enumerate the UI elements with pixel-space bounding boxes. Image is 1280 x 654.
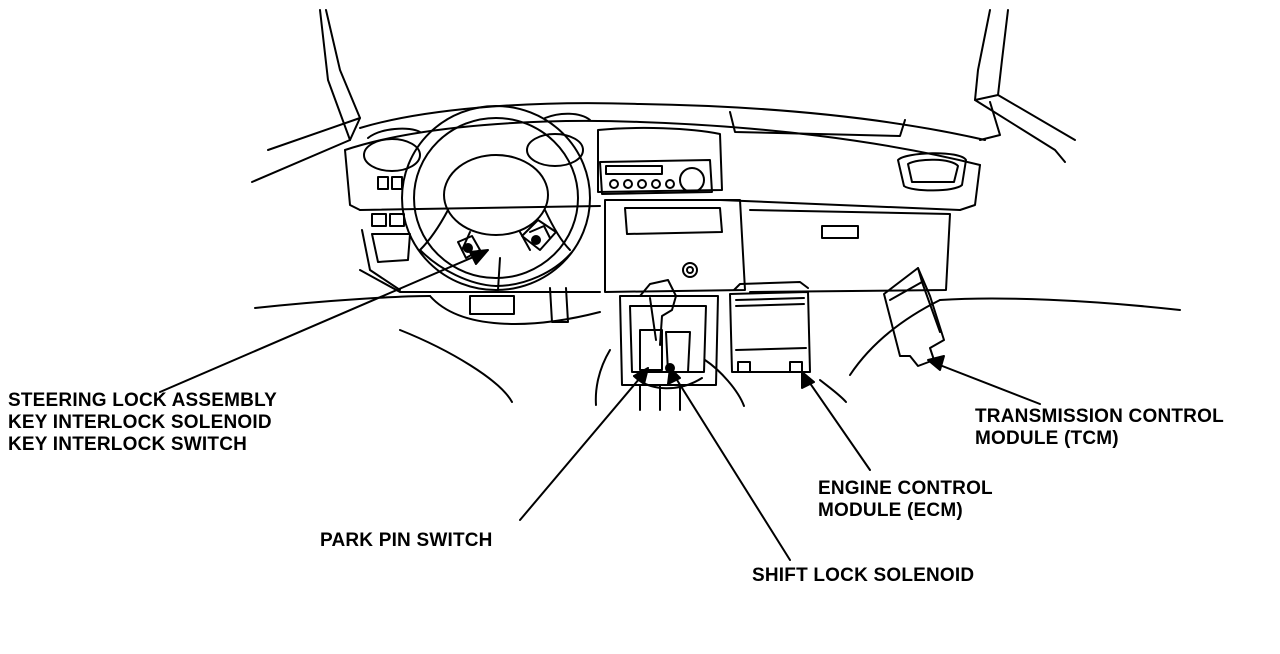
dashboard-top — [344, 102, 986, 211]
lower-dash — [254, 269, 1181, 325]
tcm-leader — [931, 361, 1041, 405]
label-park-pin-switch: PARK PIN SWITCH — [320, 530, 493, 551]
shift-lock-leader — [671, 371, 791, 561]
shift-console — [619, 279, 719, 411]
leader-lines — [159, 249, 1041, 561]
label-ecm-group: ENGINE CONTROL MODULE (ECM) — [818, 478, 993, 522]
label-tcm-line1: TRANSMISSION CONTROL — [975, 406, 1224, 427]
label-ecm-line2: MODULE (ECM) — [818, 500, 963, 521]
key-interlock-parts — [457, 219, 557, 259]
ecm-unit — [729, 281, 811, 373]
park-pin-arrowhead — [633, 367, 649, 385]
ecm-leader — [804, 375, 871, 471]
left-switch-panel — [361, 213, 411, 291]
label-steering-lock-group: STEERING LOCK ASSEMBLY KEY INTERLOCK SOL… — [8, 390, 277, 456]
park-pin-leader — [519, 371, 646, 521]
label-tcm-group: TRANSMISSION CONTROL MODULE (TCM) — [975, 406, 1224, 450]
label-ecm-line1: ENGINE CONTROL — [818, 478, 993, 499]
windshield-frame — [251, 9, 1076, 183]
steering-wheel — [401, 105, 591, 291]
steering-arrowhead — [469, 249, 489, 265]
shift-lock-arrowhead — [667, 367, 681, 385]
label-steering-lock-assembly: STEERING LOCK ASSEMBLY — [8, 390, 278, 411]
floor-contours — [399, 299, 941, 407]
tcm-arrowhead — [927, 355, 945, 371]
label-shift-lock-solenoid: SHIFT LOCK SOLENOID — [752, 565, 975, 586]
label-tcm-line2: MODULE (TCM) — [975, 428, 1119, 449]
ecm-arrowhead — [801, 371, 815, 389]
label-key-interlock-switch: KEY INTERLOCK SWITCH — [8, 434, 248, 455]
center-stack — [599, 159, 746, 293]
instrument-cluster — [363, 133, 584, 190]
label-key-interlock-solenoid: KEY INTERLOCK SOLENOID — [8, 412, 272, 433]
steering-leader — [159, 251, 486, 393]
tcm-unit — [883, 267, 945, 367]
passenger-dash — [749, 152, 967, 293]
